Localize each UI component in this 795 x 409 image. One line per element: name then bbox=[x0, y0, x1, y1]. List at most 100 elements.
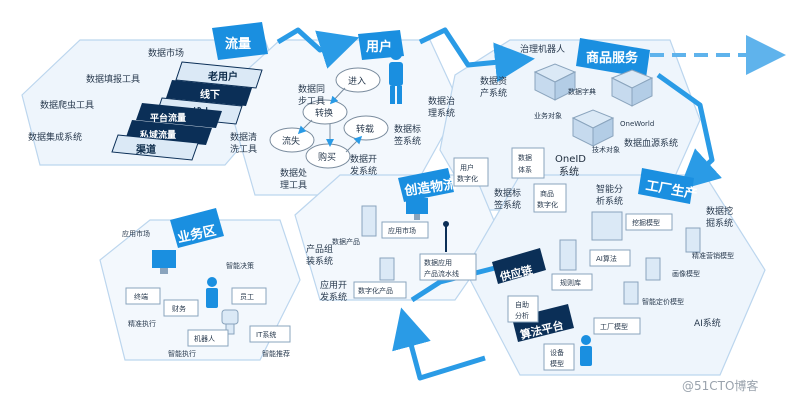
svg-text:发系统: 发系统 bbox=[320, 291, 347, 303]
svg-text:财务: 财务 bbox=[172, 304, 186, 313]
svg-text:AI算法: AI算法 bbox=[596, 254, 617, 263]
cube-icon bbox=[610, 69, 654, 107]
person-icon bbox=[389, 48, 403, 104]
ribbon-traffic: 流量 bbox=[212, 22, 268, 60]
svg-text:设备: 设备 bbox=[550, 348, 564, 357]
antenna-icon bbox=[443, 221, 449, 252]
svg-text:精准执行: 精准执行 bbox=[128, 319, 156, 328]
user-flow: 进入 转换 转载 流失 购买 bbox=[269, 48, 403, 169]
svg-text:员工: 员工 bbox=[240, 293, 254, 301]
ribbon-traffic-label: 流量 bbox=[225, 36, 251, 52]
server-icon bbox=[361, 205, 377, 237]
svg-text:签系统: 签系统 bbox=[394, 135, 421, 147]
svg-text:流失: 流失 bbox=[282, 135, 300, 147]
svg-text:发系统: 发系统 bbox=[350, 165, 377, 177]
svg-text:智能决策: 智能决策 bbox=[226, 261, 254, 270]
node-repurchase: 转载 bbox=[343, 115, 389, 141]
svg-text:智能执行: 智能执行 bbox=[168, 349, 196, 358]
svg-text:掘系统: 掘系统 bbox=[706, 217, 733, 229]
svg-text:购买: 购买 bbox=[318, 151, 336, 163]
svg-text:机器人: 机器人 bbox=[194, 334, 215, 343]
svg-text:数据应用: 数据应用 bbox=[424, 258, 452, 267]
svg-text:数据标: 数据标 bbox=[394, 123, 421, 135]
svg-text:洗工具: 洗工具 bbox=[230, 143, 257, 155]
svg-text:析系统: 析系统 bbox=[596, 195, 623, 207]
traffic-layer-channel: 渠道 bbox=[111, 134, 199, 161]
svg-text:产品流水线: 产品流水线 bbox=[424, 269, 459, 278]
svg-text:分析: 分析 bbox=[515, 311, 529, 320]
person-icon bbox=[206, 277, 218, 308]
traffic-layer-offline: 线下 bbox=[166, 80, 252, 106]
svg-text:IT系统: IT系统 bbox=[256, 330, 276, 339]
svg-text:工厂模型: 工厂模型 bbox=[600, 322, 628, 331]
svg-text:智能定价模型: 智能定价模型 bbox=[642, 297, 684, 306]
svg-text:自助: 自助 bbox=[515, 300, 529, 309]
cube-icon bbox=[571, 109, 615, 147]
svg-text:数据同: 数据同 bbox=[298, 83, 325, 95]
svg-text:精准营销模型: 精准营销模型 bbox=[692, 251, 734, 260]
watermark: @51CTO博客 bbox=[682, 378, 758, 393]
tool-data-market: 数据市场 bbox=[148, 47, 184, 59]
tool-data-crawler: 数据爬虫工具 bbox=[40, 99, 94, 111]
server-icon bbox=[685, 227, 701, 253]
svg-text:应用开: 应用开 bbox=[320, 279, 347, 291]
tool-data-form: 数据填报工具 bbox=[86, 73, 140, 85]
svg-text:数据标: 数据标 bbox=[494, 187, 521, 199]
server-icon bbox=[623, 281, 639, 305]
svg-text:步工具: 步工具 bbox=[298, 96, 325, 107]
svg-text:模型: 模型 bbox=[550, 359, 564, 368]
svg-text:数据治: 数据治 bbox=[428, 95, 455, 107]
region-business bbox=[99, 219, 301, 361]
traffic-layer-old-users: 老用户 bbox=[175, 61, 263, 89]
svg-text:平台流量: 平台流量 bbox=[150, 112, 186, 124]
node-purchase: 购买 bbox=[305, 143, 351, 169]
svg-text:渠道: 渠道 bbox=[135, 143, 156, 156]
tool-data-integration: 数据集成系统 bbox=[28, 131, 82, 143]
svg-text:老用户: 老用户 bbox=[207, 70, 238, 83]
svg-text:数据挖: 数据挖 bbox=[706, 205, 733, 217]
traffic-tools: 数据市场 数据填报工具 数据爬虫工具 数据集成系统 bbox=[28, 47, 184, 143]
factory-icon bbox=[591, 211, 623, 241]
svg-text:数字化产品: 数字化产品 bbox=[358, 286, 393, 295]
svg-text:体系: 体系 bbox=[518, 165, 532, 174]
svg-text:签系统: 签系统 bbox=[494, 199, 521, 211]
svg-text:数据处: 数据处 bbox=[280, 167, 307, 179]
svg-text:画像模型: 画像模型 bbox=[672, 269, 700, 278]
server-icon bbox=[559, 239, 577, 271]
node-convert-1: 转换 bbox=[302, 99, 348, 125]
traffic-stack: 老用户 线下 线上 平台流量 私域流量 渠道 bbox=[111, 61, 263, 161]
svg-text:OneWorld: OneWorld bbox=[620, 120, 654, 128]
ribbon-commodity-label: 商品服务 bbox=[586, 50, 639, 66]
svg-text:数字化: 数字化 bbox=[457, 174, 478, 183]
svg-text:数据产品: 数据产品 bbox=[332, 237, 360, 246]
svg-text:数据字典: 数据字典 bbox=[568, 87, 596, 96]
svg-text:产系统: 产系统 bbox=[480, 87, 507, 99]
commodity-items: 治理机器人 数据字典 业务对象 OneWorld OneID 系统 技术对象 数… bbox=[453, 43, 678, 213]
ribbon-business: 业务区 bbox=[170, 208, 224, 248]
ribbon-creation-label: 创造物流 bbox=[402, 176, 457, 199]
server-icon bbox=[645, 257, 661, 281]
robot-icon bbox=[221, 309, 239, 335]
svg-text:智能分: 智能分 bbox=[596, 183, 623, 195]
traffic-layer-platform: 平台流量 bbox=[136, 103, 222, 128]
creation-items: 数据产品 应用市场 产品组 装系统 数据应用 产品流水线 数字化产品 应用开 发… bbox=[306, 198, 477, 303]
svg-text:AI系统: AI系统 bbox=[694, 317, 721, 329]
ribbon-business-label: 业务区 bbox=[176, 223, 217, 247]
svg-text:终端: 终端 bbox=[134, 292, 148, 301]
cube-icon bbox=[533, 63, 577, 101]
svg-text:业务对象: 业务对象 bbox=[534, 111, 562, 120]
server-icon bbox=[379, 257, 395, 281]
svg-text:商品: 商品 bbox=[540, 189, 554, 198]
svg-text:用户: 用户 bbox=[460, 163, 474, 172]
svg-text:产品组: 产品组 bbox=[306, 243, 333, 255]
business-items: 应用市场 智能决策 终端 财务 员工 精准执行 机器人 IT系统 智能执行 智能… bbox=[122, 229, 291, 358]
svg-text:应用市场: 应用市场 bbox=[122, 229, 150, 238]
person-icon bbox=[580, 335, 592, 366]
svg-text:数据清: 数据清 bbox=[230, 131, 257, 143]
svg-text:进入: 进入 bbox=[348, 76, 366, 87]
svg-text:数据血源系统: 数据血源系统 bbox=[624, 137, 678, 149]
ribbon-users-label: 用户 bbox=[365, 39, 392, 55]
svg-text:装系统: 装系统 bbox=[306, 255, 333, 267]
